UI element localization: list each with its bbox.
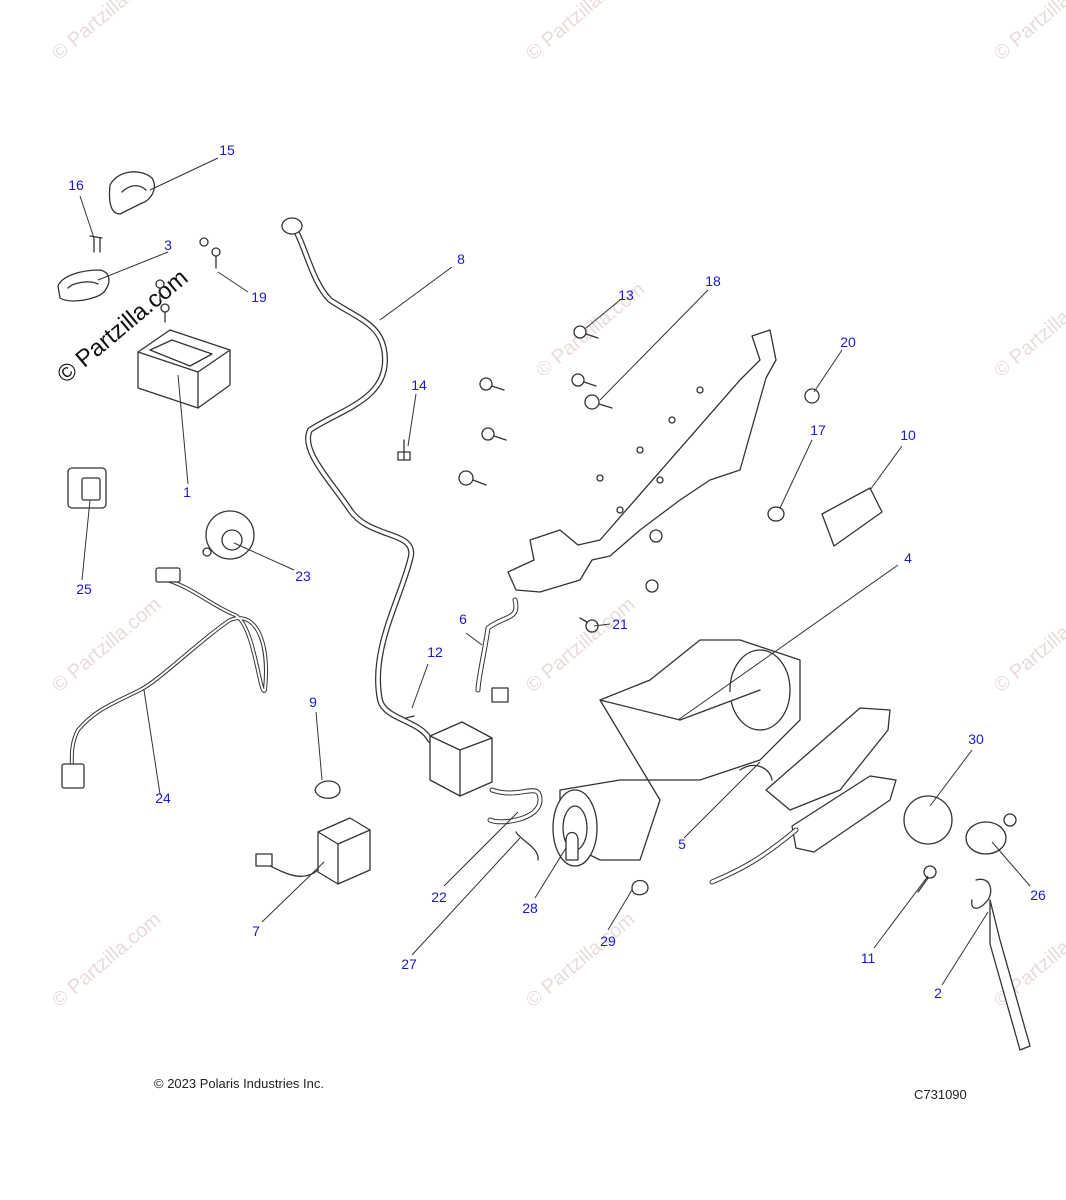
callout-7[interactable]: 7 xyxy=(252,923,260,939)
callout-8[interactable]: 8 xyxy=(457,251,465,267)
callout-28[interactable]: 28 xyxy=(522,900,538,916)
diagram-code: C731090 xyxy=(914,1087,967,1102)
callout-24[interactable]: 24 xyxy=(155,790,171,806)
callout-18[interactable]: 18 xyxy=(705,273,721,289)
callout-11[interactable]: 11 xyxy=(860,950,876,966)
callout-17[interactable]: 17 xyxy=(810,422,826,438)
callout-15[interactable]: 15 xyxy=(219,142,235,158)
callout-27[interactable]: 27 xyxy=(401,956,417,972)
callout-12[interactable]: 12 xyxy=(427,644,443,660)
callout-23[interactable]: 23 xyxy=(295,568,311,584)
callout-20[interactable]: 20 xyxy=(840,334,856,350)
callout-16[interactable]: 16 xyxy=(68,177,84,193)
callout-13[interactable]: 13 xyxy=(618,287,634,303)
callout-21[interactable]: 21 xyxy=(612,616,628,632)
callout-1[interactable]: 1 xyxy=(183,484,191,500)
callout-9[interactable]: 9 xyxy=(309,694,317,710)
callout-29[interactable]: 29 xyxy=(600,933,616,949)
callout-25[interactable]: 25 xyxy=(76,581,92,597)
callout-26[interactable]: 26 xyxy=(1030,887,1046,903)
callout-22[interactable]: 22 xyxy=(431,889,447,905)
callout-2[interactable]: 2 xyxy=(934,985,942,1001)
callout-14[interactable]: 14 xyxy=(411,377,427,393)
callout-30[interactable]: 30 xyxy=(968,731,984,747)
callout-5[interactable]: 5 xyxy=(678,836,686,852)
copyright-text: © 2023 Polaris Industries Inc. xyxy=(154,1076,324,1091)
callout-6[interactable]: 6 xyxy=(459,611,467,627)
callout-4[interactable]: 4 xyxy=(904,550,912,566)
callout-3[interactable]: 3 xyxy=(164,237,172,253)
callout-10[interactable]: 10 xyxy=(900,427,916,443)
callout-19[interactable]: 19 xyxy=(251,289,267,305)
